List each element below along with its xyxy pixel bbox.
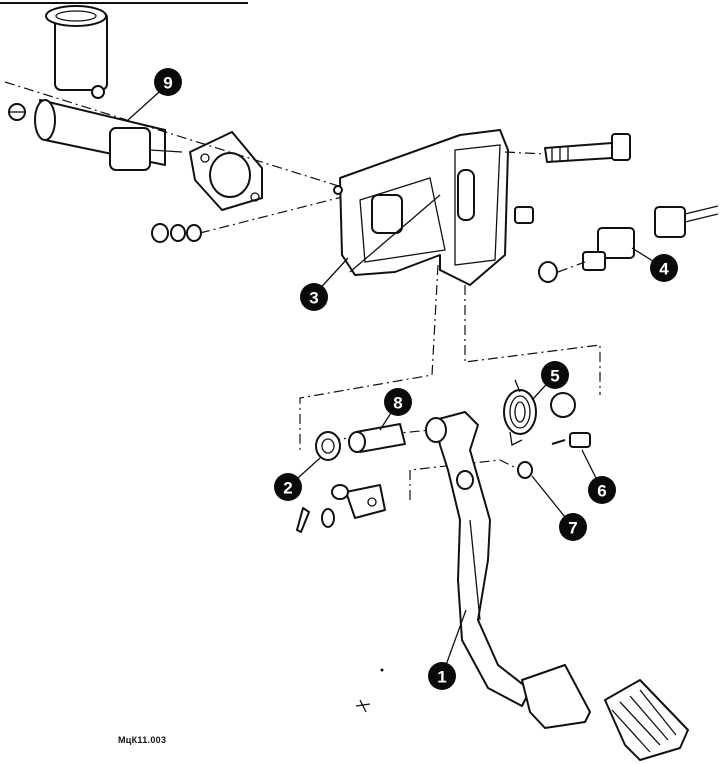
return-spring	[503, 379, 576, 446]
axis-line-5	[329, 429, 431, 441]
nut-and-washers	[151, 223, 202, 243]
svg-text:8: 8	[393, 394, 402, 413]
axis-line-2	[199, 194, 351, 234]
axis-line-3	[504, 151, 546, 155]
callout-2: 2	[274, 473, 302, 501]
pedal-bushing	[315, 431, 341, 461]
callout-3: 3	[300, 283, 328, 311]
callout-8: 8	[384, 388, 412, 416]
pedal-pad	[521, 664, 591, 729]
figure-caption: МцК11.003	[118, 735, 167, 745]
assembly-line-left	[299, 264, 439, 450]
svg-text:3: 3	[309, 289, 318, 308]
clutch-pedal-switch	[582, 205, 719, 271]
callout-9: 9	[154, 68, 182, 96]
callout-6: 6	[588, 476, 616, 504]
svg-text:2: 2	[283, 479, 292, 498]
assembly-line-right	[464, 285, 601, 395]
svg-text:1: 1	[437, 668, 446, 687]
stop-bolt	[551, 432, 591, 448]
svg-text:9: 9	[163, 74, 172, 93]
svg-text:7: 7	[568, 519, 577, 538]
svg-text:6: 6	[597, 482, 606, 501]
callout-1: 1	[428, 662, 456, 690]
pivot-sleeve	[348, 423, 406, 453]
axis-line-4	[557, 261, 586, 273]
svg-text:5: 5	[550, 367, 559, 386]
callout-5: 5	[541, 361, 569, 389]
svg-text:4: 4	[659, 260, 669, 279]
mounting-gasket	[189, 131, 263, 211]
clevis-assembly	[296, 484, 386, 533]
switch-locknut	[538, 261, 558, 283]
dot-mark	[380, 668, 384, 672]
clutch-pedal-lever	[425, 411, 531, 707]
callout-4: 4	[650, 254, 678, 282]
small-screw	[355, 699, 371, 713]
stop-nut	[517, 461, 533, 479]
pedal-pad-cover	[604, 679, 689, 761]
clutch-master-cylinder	[8, 5, 183, 171]
callout-7: 7	[559, 513, 587, 541]
pivot-bolt	[544, 133, 631, 163]
pedal-bracket	[333, 129, 509, 286]
bracket-nut	[514, 206, 534, 224]
